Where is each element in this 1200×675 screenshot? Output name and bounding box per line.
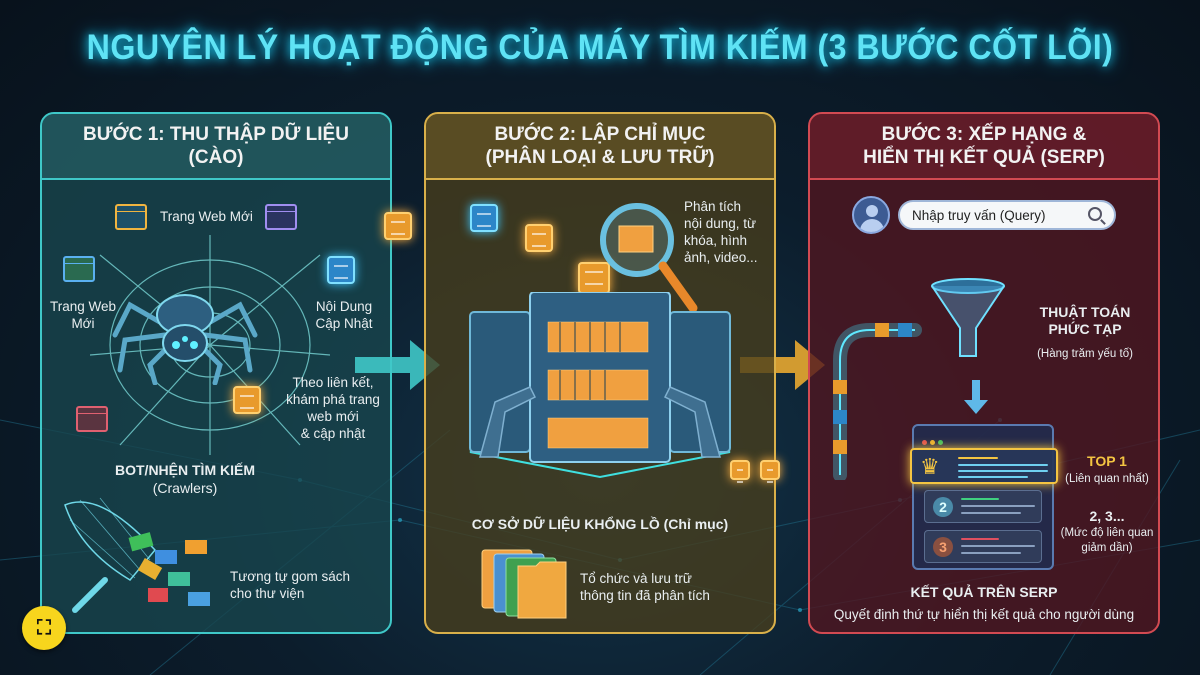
text-line: THUẬT TOÁN	[1039, 304, 1131, 320]
step1-heading: BƯỚC 1: THU THẬP DỮ LIỆU(CÀO)	[42, 114, 390, 180]
text-line: PHỨC TẠP	[1048, 321, 1122, 337]
bot-subtitle: (Crawlers)	[152, 480, 218, 496]
line	[961, 498, 999, 500]
crown-icon: ♛	[920, 454, 940, 479]
step1-heading-line1: BƯỚC 1: THU THẬP DỮ LIỆU	[83, 124, 349, 145]
text-line: Phân tích	[684, 199, 742, 214]
rest-label: 2, 3...	[1089, 508, 1125, 524]
line	[958, 464, 1048, 466]
line	[961, 505, 1035, 507]
text-line: (Mức độ liên quan	[1060, 527, 1154, 539]
server-rack-icon	[469, 292, 731, 479]
browser-globe-icon	[115, 204, 147, 230]
label-line: Nội Dung	[315, 299, 373, 314]
rank-badge: 2	[933, 497, 953, 517]
bot-title: BOT/NHỆN TÌM KIẾM	[115, 462, 255, 478]
line	[958, 476, 1028, 478]
rank-badge: 3	[933, 537, 953, 557]
browser-cursor-icon	[76, 406, 108, 432]
text-line: Tổ chức và lưu trữ	[580, 571, 692, 586]
data-pipeline-icon	[833, 323, 922, 480]
logo-icon: ⛶	[22, 606, 66, 650]
text-line: khám phá trang	[286, 392, 380, 407]
step2-heading-line1: BƯỚC 2: LẬP CHỈ MỤC	[494, 124, 706, 145]
database-title: CƠ SỞ DỮ LIỆU KHỔNG LỒ (Chỉ mục)	[471, 516, 729, 532]
serp-title: KẾT QUẢ TRÊN SERP	[910, 584, 1058, 600]
text-line: cho thư viện	[230, 586, 305, 601]
serp-window: ♛ 2 3	[910, 424, 1058, 570]
data-cube-icon	[470, 204, 498, 232]
step2-heading-line2: (PHÂN LOẠI & LƯU TRỮ)	[485, 147, 715, 168]
step3-heading-line2: HIỂN THỊ KẾT QUẢ (SERP)	[863, 147, 1105, 168]
arrow-right-icon	[355, 340, 440, 390]
data-cube-icon	[525, 224, 553, 252]
analogy-text: Tương tự gom sách cho thư viện	[230, 568, 350, 602]
browser-cursor-icon	[265, 204, 297, 230]
window-controls	[922, 432, 946, 450]
logo-glyph: ⛶	[37, 616, 51, 639]
arrow-right-icon	[740, 340, 825, 390]
top1-sublabel: (Liên quan nhất)	[1065, 473, 1149, 485]
data-cube-icon	[730, 460, 750, 483]
line	[961, 538, 999, 540]
funnel-icon	[931, 278, 1005, 357]
step3-heading-line1: BƯỚC 3: XẾP HẠNG &	[881, 124, 1087, 145]
user-avatar-icon	[852, 196, 890, 234]
rest-sublabel: (Mức độ liên quan giảm dần)	[1058, 526, 1156, 556]
organize-text: Tổ chức và lưu trữ thông tin đã phân tích	[580, 570, 710, 604]
step2-heading: BƯỚC 2: LẬP CHỈ MỤC(PHÂN LOẠI & LƯU TRỮ)	[426, 114, 774, 180]
follow-links-text: Theo liên kết, khám phá trang web mới & cập…	[283, 374, 383, 442]
text-line: & cập nhật	[300, 426, 366, 441]
text-line: thông tin đã phân tích	[580, 588, 710, 603]
line	[958, 470, 1048, 472]
result-top1[interactable]: ♛	[910, 448, 1058, 484]
top1-label: TOP 1	[1087, 453, 1127, 469]
search-input[interactable]: Nhập truy vấn (Query)	[898, 200, 1116, 230]
text-line: Theo liên kết,	[292, 375, 374, 390]
spider-icon	[112, 294, 258, 385]
line	[961, 512, 1021, 514]
data-cube-icon	[384, 212, 412, 240]
line	[961, 545, 1035, 547]
data-cube-icon	[327, 256, 355, 284]
data-cube-icon	[760, 460, 780, 483]
arrow-down-icon	[964, 380, 988, 414]
text-line: ảnh, video...	[684, 250, 758, 265]
text-line: khóa, hình	[684, 233, 748, 248]
data-cube-icon	[233, 386, 261, 414]
serp-subtitle: Quyết định thứ tự hiển thị kết quả cho n…	[833, 607, 1135, 622]
step1-heading-line2: (CÀO)	[188, 147, 244, 168]
net-icon	[64, 497, 210, 613]
search-placeholder: Nhập truy vấn (Query)	[912, 208, 1046, 223]
label-new-page-top: Trang Web Mới	[160, 209, 253, 224]
analyze-text: Phân tích nội dung, từ khóa, hình ảnh, vide…	[684, 198, 768, 266]
spider-web-icon	[90, 235, 330, 455]
folder-icon	[481, 549, 567, 619]
result-3[interactable]: 3	[924, 530, 1042, 563]
step3-heading: BƯỚC 3: XẾP HẠNG &HIỂN THỊ KẾT QUẢ (SERP…	[810, 114, 1158, 180]
text-line: giảm dần)	[1081, 542, 1133, 554]
text-line: web mới	[307, 409, 359, 424]
label-line: Cập Nhật	[315, 316, 373, 331]
page-title: NGUYÊN LÝ HOẠT ĐỘNG CỦA MÁY TÌM KIẾM (3 …	[86, 28, 1114, 67]
result-2[interactable]: 2	[924, 490, 1042, 523]
search-icon[interactable]	[1088, 207, 1102, 221]
label-line: Mới	[71, 316, 95, 331]
text-line: nội dung, từ	[684, 216, 757, 231]
text-line: Tương tự gom sách	[230, 569, 350, 584]
line	[958, 457, 998, 459]
algorithm-subtitle: (Hàng trăm yếu tố)	[1037, 348, 1133, 360]
line	[961, 552, 1021, 554]
magnifier-icon	[600, 203, 698, 313]
browser-window-icon	[63, 256, 95, 282]
label-line: Trang Web	[49, 299, 117, 314]
